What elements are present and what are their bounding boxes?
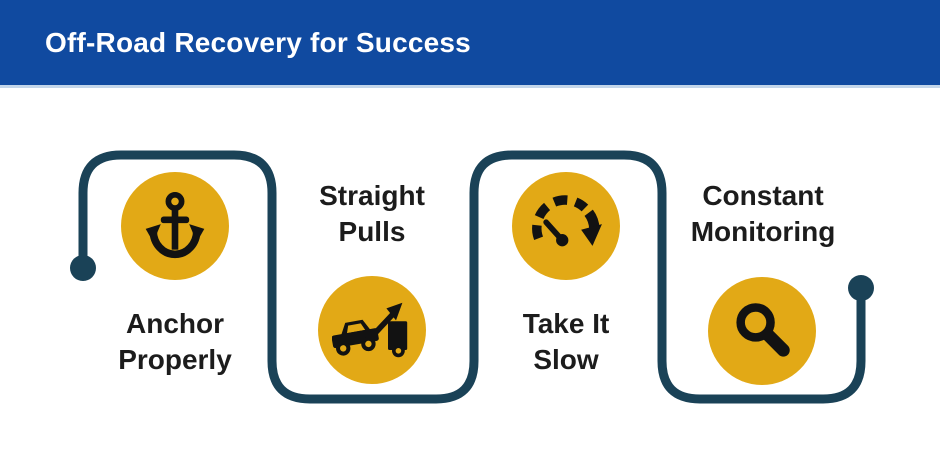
step-node-speedometer xyxy=(512,172,620,280)
label-line: Properly xyxy=(118,344,232,375)
path-line xyxy=(78,150,866,404)
step-node-magnifying-glass xyxy=(708,277,816,385)
label-line: Slow xyxy=(533,344,599,375)
page-title: Off-Road Recovery for Success xyxy=(45,26,471,58)
step-label-constant-monitoring: Constant Monitoring xyxy=(633,178,893,250)
path-start-dot xyxy=(70,255,96,281)
label-line: Straight xyxy=(319,180,425,211)
speedometer-icon xyxy=(532,195,602,247)
path-end-dot xyxy=(848,275,874,301)
label-line: Monitoring xyxy=(690,216,836,247)
step-label-straight-pulls: Straight Pulls xyxy=(242,178,502,250)
tow-truck-icon xyxy=(332,302,408,358)
anchor-icon xyxy=(145,191,205,259)
step-node-anchor xyxy=(121,172,229,280)
step-label-take-it-slow: Take It Slow xyxy=(436,306,696,378)
label-line: Anchor xyxy=(126,308,224,339)
magnifying-glass-icon xyxy=(736,303,790,357)
label-line: Constant xyxy=(702,180,824,211)
step-label-anchor-properly: Anchor Properly xyxy=(45,306,305,378)
step-node-tow-truck xyxy=(318,276,426,384)
label-line: Pulls xyxy=(338,216,406,247)
label-line: Take It xyxy=(522,308,610,339)
header-bar: Off-Road Recovery for Success xyxy=(0,0,940,88)
